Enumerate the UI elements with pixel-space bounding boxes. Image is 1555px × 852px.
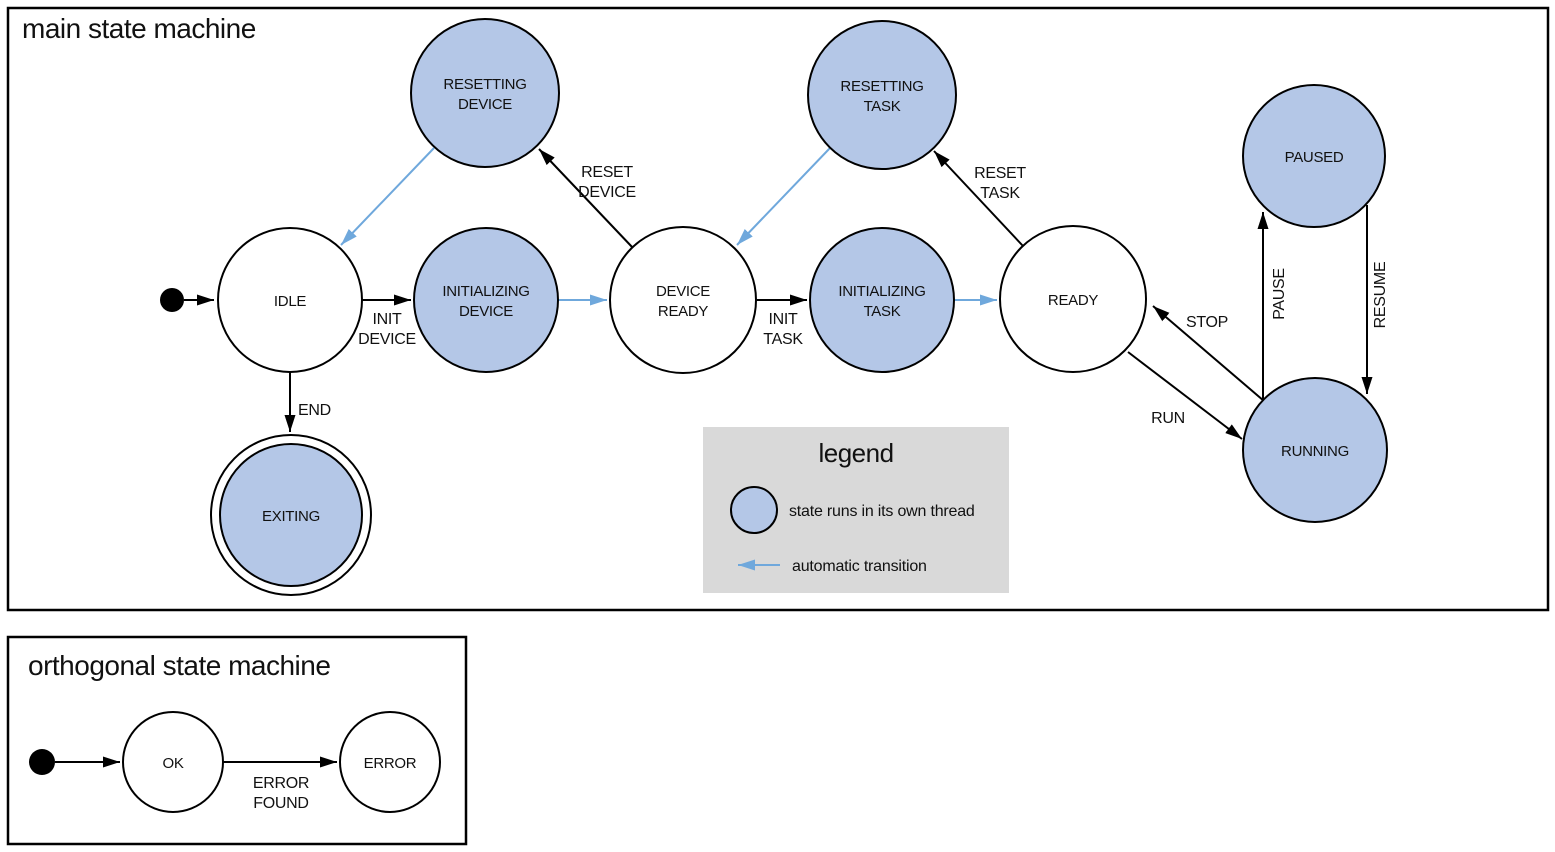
orthogonal-initial-state-dot bbox=[29, 749, 55, 775]
state-circle bbox=[1242, 377, 1388, 523]
orthogonal-state-machine-panel: orthogonal state machine OK ERROR ERROR … bbox=[6, 635, 468, 846]
main-state-machine-panel: main state machine RESETTING DEVICE RESE… bbox=[6, 6, 1550, 612]
state-label: DEVICE bbox=[458, 96, 512, 113]
state-device-ready: DEVICE READY bbox=[609, 226, 757, 374]
initial-state-dot bbox=[160, 288, 184, 312]
state-label: TASK bbox=[864, 303, 901, 320]
state-circle bbox=[809, 227, 955, 373]
transition-label-init-device: INIT bbox=[372, 311, 402, 328]
state-circle bbox=[217, 227, 363, 373]
state-label: DEVICE bbox=[459, 303, 513, 320]
orthogonal-transition-labels: ERROR FOUND bbox=[253, 775, 310, 812]
state-ready: READY bbox=[999, 225, 1147, 373]
state-circle bbox=[609, 226, 757, 374]
transition-device-ready-to-resetting-device bbox=[538, 148, 634, 249]
transition-running-to-ready bbox=[1152, 305, 1265, 402]
state-resetting-task: RESETTING TASK bbox=[807, 20, 957, 170]
state-circle bbox=[413, 227, 559, 373]
legend-thread-item-label: state runs in its own thread bbox=[789, 503, 975, 520]
state-error: ERROR bbox=[339, 711, 441, 813]
transition-label-reset-task: RESET bbox=[974, 165, 1026, 182]
state-label: RESETTING bbox=[840, 78, 923, 95]
state-label: TASK bbox=[864, 98, 901, 115]
transition-label-init-device: DEVICE bbox=[358, 331, 416, 348]
transition-label-reset-device: RESET bbox=[581, 164, 633, 181]
transition-label-reset-task: TASK bbox=[980, 185, 1020, 202]
transition-label-error-found: FOUND bbox=[253, 795, 308, 812]
orthogonal-panel-border bbox=[6, 635, 468, 846]
state-resetting-device: RESETTING DEVICE bbox=[410, 18, 560, 168]
state-circle bbox=[807, 20, 957, 170]
transition-label-resume: RESUME bbox=[1372, 262, 1389, 329]
transition-ready-to-running bbox=[1127, 351, 1243, 440]
legend: legend state runs in its own thread auto… bbox=[703, 427, 1009, 593]
state-initializing-device: INITIALIZING DEVICE bbox=[413, 227, 559, 373]
transition-labels: INIT DEVICE INIT TASK RESET DEVICE RESET… bbox=[298, 164, 1389, 427]
transition-label-stop: STOP bbox=[1186, 314, 1228, 331]
state-initializing-task: INITIALIZING TASK bbox=[809, 227, 955, 373]
transition-auto-resetting-task-to-device-ready bbox=[736, 147, 831, 246]
legend-title: legend bbox=[818, 438, 893, 468]
orthogonal-panel-title: orthogonal state machine bbox=[28, 650, 330, 681]
state-label: EXITING bbox=[262, 508, 320, 525]
state-circle bbox=[410, 18, 560, 168]
state-paused: PAUSED bbox=[1242, 84, 1386, 228]
transition-label-end: END bbox=[298, 402, 331, 419]
state-label: ERROR bbox=[364, 755, 417, 772]
state-label: PAUSED bbox=[1285, 149, 1344, 166]
legend-auto-item-label: automatic transition bbox=[792, 558, 927, 575]
state-label: INITIALIZING bbox=[838, 283, 925, 300]
state-label: DEVICE bbox=[656, 283, 710, 300]
state-label: READY bbox=[658, 303, 708, 320]
state-label: READY bbox=[1048, 292, 1098, 309]
state-label: OK bbox=[162, 755, 183, 772]
transition-label-run: RUN bbox=[1151, 410, 1185, 427]
state-running: RUNNING bbox=[1242, 377, 1388, 523]
state-ok: OK bbox=[122, 711, 224, 813]
state-exiting-final: EXITING bbox=[210, 434, 372, 596]
transition-auto-resetting-device-to-idle bbox=[340, 147, 435, 246]
state-circle bbox=[1242, 84, 1386, 228]
state-circle bbox=[122, 711, 224, 813]
transition-label-error-found: ERROR bbox=[253, 775, 309, 792]
legend-threaded-state-icon bbox=[730, 486, 778, 534]
transition-label-init-task: INIT bbox=[768, 311, 798, 328]
transition-label-reset-device: DEVICE bbox=[578, 184, 636, 201]
state-idle: IDLE bbox=[217, 227, 363, 373]
main-panel-border bbox=[6, 6, 1550, 612]
state-circle bbox=[339, 711, 441, 813]
state-label: IDLE bbox=[274, 293, 306, 310]
state-circle bbox=[219, 443, 363, 587]
main-panel-title: main state machine bbox=[22, 13, 256, 44]
transition-ready-to-resetting-task bbox=[933, 150, 1024, 247]
state-label: INITIALIZING bbox=[442, 283, 529, 300]
transition-label-init-task: TASK bbox=[763, 331, 803, 348]
state-circle bbox=[999, 225, 1147, 373]
state-label: RESETTING bbox=[443, 76, 526, 93]
transition-label-pause: PAUSE bbox=[1271, 268, 1288, 320]
state-label: RUNNING bbox=[1281, 443, 1349, 460]
